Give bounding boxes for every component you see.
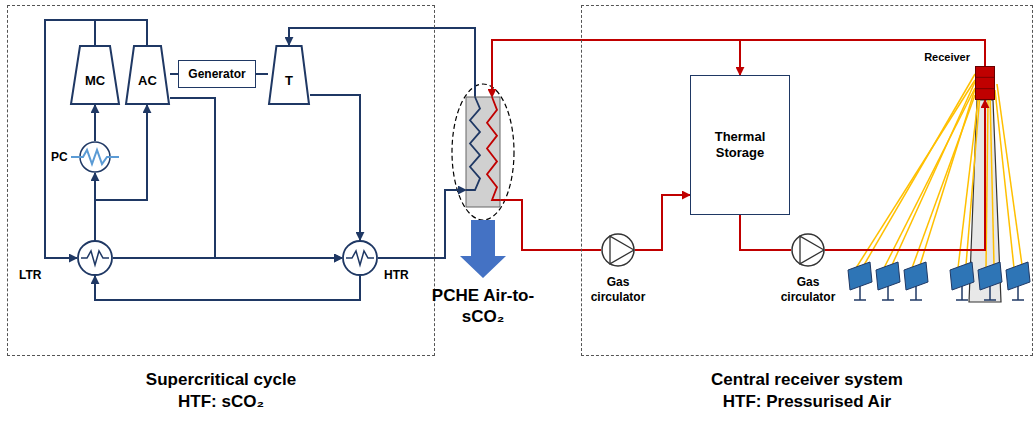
component-label: PCHE Air-to-sCO₂ — [421, 285, 545, 327]
shaft-line — [95, 20, 147, 45]
recuperator: LTR — [77, 240, 113, 276]
component-label: T — [285, 63, 293, 88]
component-label: PC — [51, 150, 68, 164]
component-label: Thermal Storage — [698, 129, 782, 162]
region-title: Supercritical cycle HTF: sCO₂ — [129, 369, 314, 413]
pipe-line — [740, 215, 791, 250]
recuperator: HTR — [342, 240, 378, 276]
pipe-line — [635, 195, 690, 250]
pipe-line — [500, 200, 601, 250]
main-compressor: MC — [70, 45, 120, 105]
thermal-storage: Thermal Storage — [690, 75, 790, 215]
recuperator-shape — [77, 240, 113, 276]
component-label: Receiver — [924, 51, 970, 63]
precooler: PC — [79, 141, 111, 173]
receiver-shape — [975, 66, 995, 100]
component-label: Gas circulator — [775, 275, 841, 305]
recuperator-shape — [342, 240, 378, 276]
receiver: Receiver — [975, 66, 995, 100]
component-label: AC — [138, 63, 157, 88]
pipe-line — [94, 105, 96, 141]
precooler-shape — [79, 141, 111, 173]
pipe-line — [825, 100, 985, 250]
pipe-line — [310, 95, 360, 240]
component-label: MC — [85, 63, 105, 88]
generator-box: Generator — [178, 60, 256, 88]
component-label: HTR — [384, 268, 409, 282]
pipe-line — [95, 276, 360, 300]
cycle-region: Supercritical cycle HTF: sCO₂MCACGenerat… — [8, 6, 434, 355]
gas-circulator: Gas circulator — [601, 233, 635, 267]
component-label: Gas circulator — [585, 275, 651, 305]
pipe-line — [170, 73, 178, 75]
pipe-line — [289, 28, 475, 97]
turbine: T — [268, 45, 310, 105]
pipe-line — [740, 40, 985, 75]
pipe-line — [170, 98, 342, 258]
pipe-line — [256, 73, 268, 75]
heat-exchanger: PCHE Air-to-sCO₂ — [466, 97, 500, 207]
auxiliary-compressor: AC — [125, 45, 170, 105]
gas-circulator-shape — [791, 233, 825, 267]
pipe-line — [378, 190, 466, 258]
component-label: Generator — [188, 67, 245, 82]
heat-exchanger-shape — [466, 97, 500, 207]
receiver-region: Central receiver system HTF: Pressurised… — [582, 6, 1032, 355]
pointer-arrow — [460, 220, 506, 278]
component-label: LTR — [19, 268, 41, 282]
heliostat-field — [848, 74, 1030, 300]
gas-circulator: Gas circulator — [791, 233, 825, 267]
pipe-line — [95, 105, 147, 240]
region-title: Central receiver system HTF: Pressurised… — [700, 369, 915, 413]
gas-circulator-shape — [601, 233, 635, 267]
